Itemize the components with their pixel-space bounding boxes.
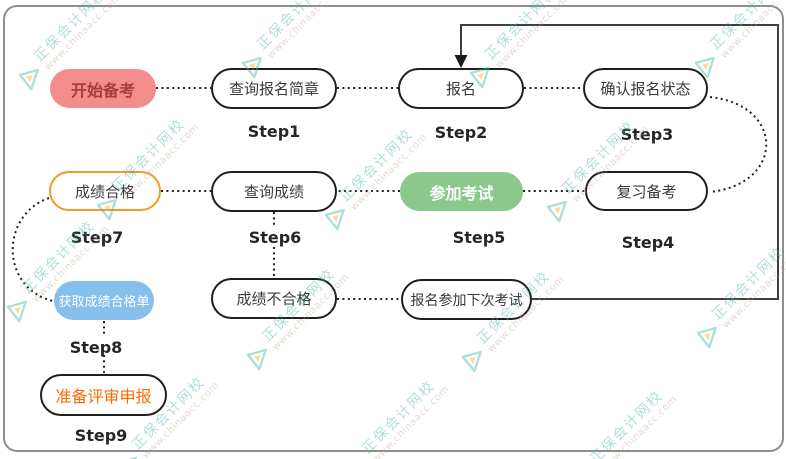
node-take-exam: 参加考试 [400, 172, 523, 211]
node-confirm-status: 确认报名状态 [583, 68, 708, 109]
step-label-2: Step2 [434, 123, 488, 142]
node-label: 开始备考 [70, 80, 135, 100]
step-label-6: Step6 [248, 228, 302, 247]
node-label: 成绩不合格 [236, 290, 312, 308]
step-label-3: Step3 [620, 125, 674, 144]
step-label-7: Step7 [70, 228, 124, 247]
step-label-5: Step5 [452, 228, 506, 247]
node-prepare-review: 准备评审申报 [40, 374, 167, 416]
node-register: 报名 [398, 68, 524, 109]
node-start-prep: 开始备考 [50, 69, 156, 108]
step-label-9: Step9 [74, 426, 128, 445]
step-label-8: Step8 [69, 338, 123, 357]
node-label: 查询报名简章 [228, 80, 319, 98]
node-label: 确认报名状态 [600, 80, 691, 98]
step-label-1: Step1 [247, 122, 301, 141]
node-label: 成绩合格 [74, 182, 135, 201]
node-label: 参加考试 [429, 183, 494, 203]
step-label-4: Step4 [621, 233, 675, 252]
node-review-prep: 复习备考 [585, 171, 708, 211]
node-score-fail: 成绩不合格 [211, 278, 337, 319]
connector-retry-loop [460, 24, 779, 300]
connector-confirm-to-review-curve [709, 96, 768, 193]
node-label: 复习备考 [616, 182, 677, 201]
node-label: 查询成绩 [243, 183, 304, 201]
loop-arrowhead-icon [454, 55, 468, 68]
node-score-pass: 成绩合格 [49, 171, 161, 211]
connector-pass-to-cert-curve [11, 197, 54, 302]
node-register-next: 报名参加下次考试 [401, 279, 532, 320]
node-query-score: 查询成绩 [211, 171, 337, 212]
node-get-certificate: 获取成绩合格单 [54, 281, 154, 320]
diagram-frame [3, 5, 784, 452]
node-label: 报名参加下次考试 [410, 292, 523, 309]
node-query-guide: 查询报名简章 [211, 68, 337, 109]
node-label: 准备评审申报 [55, 387, 152, 406]
node-label: 获取成绩合格单 [58, 295, 150, 310]
node-label: 报名 [445, 80, 476, 98]
